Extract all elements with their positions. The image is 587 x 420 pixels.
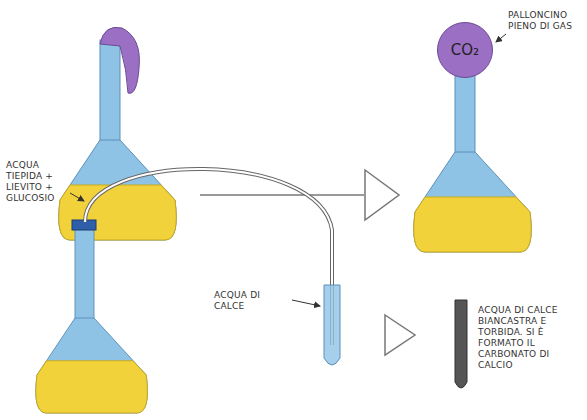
arrow-head xyxy=(365,170,399,220)
leader-line xyxy=(70,193,84,201)
arrow-line xyxy=(200,194,364,196)
ingredients-label: ACQUA TIEPIDA + LIEVITO + GLUCOSIO xyxy=(6,160,68,204)
flask xyxy=(414,52,532,252)
test-tube xyxy=(324,285,340,365)
tube xyxy=(85,169,332,345)
tube-inner xyxy=(85,169,332,345)
gas-formula: CO₂ xyxy=(451,41,479,59)
flask xyxy=(36,223,148,413)
balloon: CO₂ xyxy=(437,22,493,78)
result-label: ACQUA DI CALCE BIANCASTRA E TORBIDA. SI … xyxy=(478,305,582,371)
leader-line xyxy=(292,300,320,306)
arrow-head xyxy=(385,315,415,355)
test-tube-cloudy xyxy=(455,300,467,388)
balloon-label: PALLONCINO PIENO DI GAS xyxy=(508,10,584,32)
lime-water-label: ACQUA DI CALCE xyxy=(214,290,290,312)
leader-line xyxy=(496,34,506,42)
flask xyxy=(59,40,177,240)
deflated-balloon xyxy=(100,27,139,93)
